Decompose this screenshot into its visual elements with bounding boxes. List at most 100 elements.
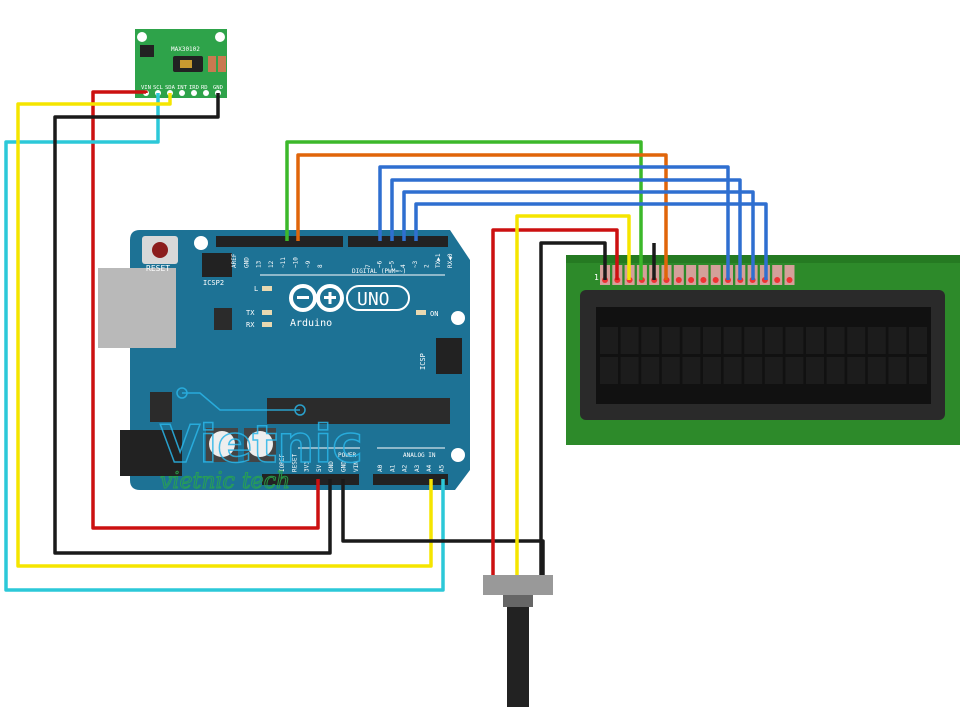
- led-tx: [262, 310, 272, 315]
- sensor-pin: [203, 90, 209, 96]
- sensor-name: MAX30102: [171, 46, 200, 53]
- watermark-logo: Vietnic vietnic tech: [159, 387, 364, 495]
- sensor-pin-label: RD: [201, 85, 208, 91]
- lcd-cell: [600, 327, 618, 354]
- pin-label: GND: [341, 461, 348, 472]
- wire-black-gnd: [53, 93, 332, 555]
- sensor-pin-label: SDA: [165, 85, 176, 91]
- lcd-cell: [764, 357, 783, 384]
- pin-label: A2: [402, 464, 409, 472]
- wire-green-d12: [285, 140, 643, 280]
- lcd-cell: [661, 327, 680, 354]
- wire-black-pot-gnd: [539, 241, 607, 575]
- wire-red-pot-vcc: [491, 228, 619, 575]
- icsp2-label: ICSP2: [203, 279, 224, 287]
- pot-body: [483, 575, 553, 595]
- lcd-cell: [909, 357, 927, 384]
- wire-blue-d4: [390, 178, 742, 280]
- usb-connector: [98, 268, 176, 348]
- wire-black-gnd-pot: [341, 479, 545, 575]
- digital-header-left: [216, 236, 343, 247]
- atmega-chip: [267, 398, 450, 424]
- pin-label: A5: [439, 464, 446, 472]
- pin-label: 8: [317, 264, 324, 268]
- pin-label: A4: [426, 464, 433, 472]
- lcd-pin-hole: [675, 277, 682, 283]
- lcd-cell: [826, 327, 845, 354]
- analog-header: [373, 474, 448, 485]
- led-l: [262, 286, 272, 291]
- wire-orange-d11: [296, 153, 668, 280]
- arduino-pcb: [130, 230, 470, 490]
- lcd-cell: [600, 357, 618, 384]
- led-l-label: L: [254, 285, 258, 293]
- mount-hole: [451, 311, 465, 325]
- lcd-cell: [847, 357, 866, 384]
- icsp-label: ICSP: [419, 353, 427, 370]
- sensor-pin-label: IRD: [189, 85, 199, 91]
- pin-label: 12: [268, 260, 275, 268]
- lcd-cell: [806, 327, 824, 354]
- sensor-pin-label: SCL: [153, 85, 164, 91]
- wire-red-5v: [91, 90, 320, 530]
- wire-cyan-scl: [4, 93, 445, 592]
- lcd-cell: [723, 327, 742, 354]
- pin-label: A0: [377, 464, 384, 472]
- digital-header-right: [348, 236, 448, 247]
- wires: [4, 90, 768, 592]
- lcd-cell: [703, 357, 721, 384]
- pin-label: ~9: [305, 260, 312, 268]
- lcd-cell: [620, 327, 639, 354]
- lcd-cell: [744, 357, 763, 384]
- lcd-cell: [661, 357, 680, 384]
- model-text: UNO: [357, 289, 390, 310]
- pin-label: 5V: [316, 464, 323, 472]
- lcd-character-cells: [600, 327, 927, 384]
- pin-label: A1: [389, 464, 396, 472]
- brand-text: Arduino: [290, 318, 332, 329]
- lcd-pin: [698, 265, 709, 285]
- resistor: [208, 56, 216, 72]
- digital-label: DIGITAL (PWM=~): [352, 268, 406, 275]
- potentiometer[interactable]: [483, 575, 553, 707]
- arduino-logo: UNO Arduino: [289, 284, 410, 329]
- lcd-module: 1: [566, 255, 960, 445]
- lcd-cell: [867, 357, 886, 384]
- lcd-pcb-edge: [566, 255, 960, 263]
- lcd-cell: [744, 327, 763, 354]
- lcd-cell: [785, 327, 804, 354]
- lcd-pin: [784, 265, 795, 285]
- power-header: [262, 474, 359, 485]
- lcd-cell: [764, 327, 783, 354]
- lcd-pin-hole: [700, 277, 707, 283]
- lcd-cell: [682, 327, 701, 354]
- mount-hole: [194, 236, 208, 250]
- lcd-pin: [710, 265, 721, 285]
- sensor-pin-label: GND: [213, 85, 223, 91]
- reset-button-cap[interactable]: [152, 242, 168, 258]
- pot-knob[interactable]: [507, 607, 529, 707]
- watermark-sub: vietnic tech: [160, 469, 290, 494]
- lcd-cell: [826, 357, 845, 384]
- pin-label: VIN: [353, 461, 360, 472]
- lcd-pin: [772, 265, 783, 285]
- lcd-cell: [806, 357, 824, 384]
- wire-blue-d5: [378, 165, 730, 280]
- lcd-pin: [673, 265, 684, 285]
- lcd-pin1-label: 1: [594, 273, 599, 282]
- pin-label: TX▶1: [435, 253, 442, 268]
- sensor-pin-label: VIN: [141, 85, 151, 91]
- led-rx: [262, 322, 272, 327]
- lcd-cell: [888, 357, 907, 384]
- reset-label: RESET: [146, 264, 170, 273]
- icsp-header: [436, 338, 462, 374]
- pin-label: ~3: [412, 260, 419, 268]
- pin-label: ~10: [293, 257, 300, 268]
- lcd-cell: [703, 327, 721, 354]
- pin-label: AREF: [231, 253, 238, 268]
